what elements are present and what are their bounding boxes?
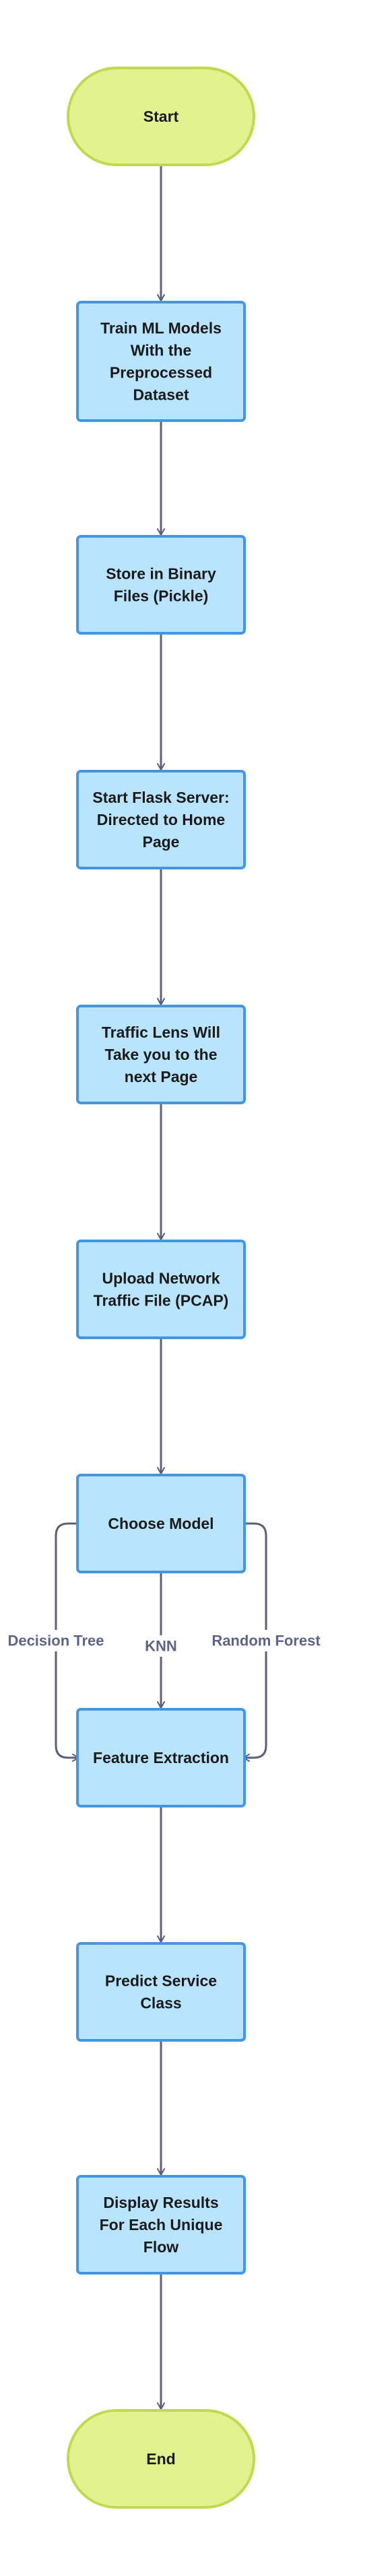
process-shape	[76, 770, 246, 869]
node-label-line: next Page	[125, 1068, 198, 1085]
node-choose: Choose Model	[76, 1474, 246, 1573]
node-label-line: Page	[143, 833, 180, 851]
node-label-line: Files (Pickle)	[114, 587, 209, 605]
process-shape	[76, 535, 246, 635]
process-shape	[76, 1708, 246, 1808]
edge-label-background	[207, 1630, 325, 1651]
node-label-line: Traffic File (PCAP)	[94, 1292, 229, 1310]
edge-labels-layer: Decision Tree KNN Random Forest	[0, 1630, 325, 1657]
edge-label-background	[145, 1635, 177, 1657]
node-label-line: With the	[131, 342, 192, 359]
node-label-line: Class	[140, 1995, 181, 2012]
terminal-shape	[67, 2409, 255, 2509]
process-shape	[76, 1240, 246, 1339]
node-label-line: Start Flask Server:	[92, 789, 229, 806]
node-label-line: Start	[143, 108, 179, 125]
process-shape	[76, 1942, 246, 2042]
node-label-line: Display Results	[103, 2194, 218, 2211]
terminal-shape	[67, 67, 255, 166]
node-label-line: Take you to the	[105, 1046, 218, 1063]
node-label-line: Traffic Lens Will	[102, 1024, 220, 1041]
process-shape	[76, 301, 246, 422]
edge-label: KNN	[145, 1638, 177, 1655]
node-label-line: Flow	[143, 2238, 178, 2256]
node-label-line: Store in Binary	[106, 565, 216, 583]
edge-label: Random Forest	[211, 1633, 321, 1649]
node-label-line: Choose Model	[108, 1515, 214, 1532]
process-shape	[76, 1005, 246, 1104]
node-label-line: Preprocessed	[110, 364, 212, 382]
node-label-line: Upload Network	[102, 1270, 220, 1287]
node-label-line: Directed to Home	[97, 811, 225, 828]
process-shape	[76, 1474, 246, 1573]
process-shape	[76, 2175, 246, 2275]
node-start: Start	[67, 67, 255, 166]
node-label-line: Feature Extraction	[93, 1749, 229, 1766]
node-label-line: Dataset	[133, 386, 189, 404]
node-end: End	[67, 2409, 255, 2509]
node-label-line: End	[146, 2450, 175, 2468]
edge-label-background	[0, 1630, 115, 1651]
edge-label: Decision Tree	[7, 1633, 104, 1649]
node-label-line: Train ML Models	[100, 320, 222, 337]
node-label-line: Predict Service	[105, 1972, 217, 1990]
node-label-line: For Each Unique	[100, 2216, 223, 2233]
node-feature: Feature Extraction	[76, 1708, 246, 1808]
